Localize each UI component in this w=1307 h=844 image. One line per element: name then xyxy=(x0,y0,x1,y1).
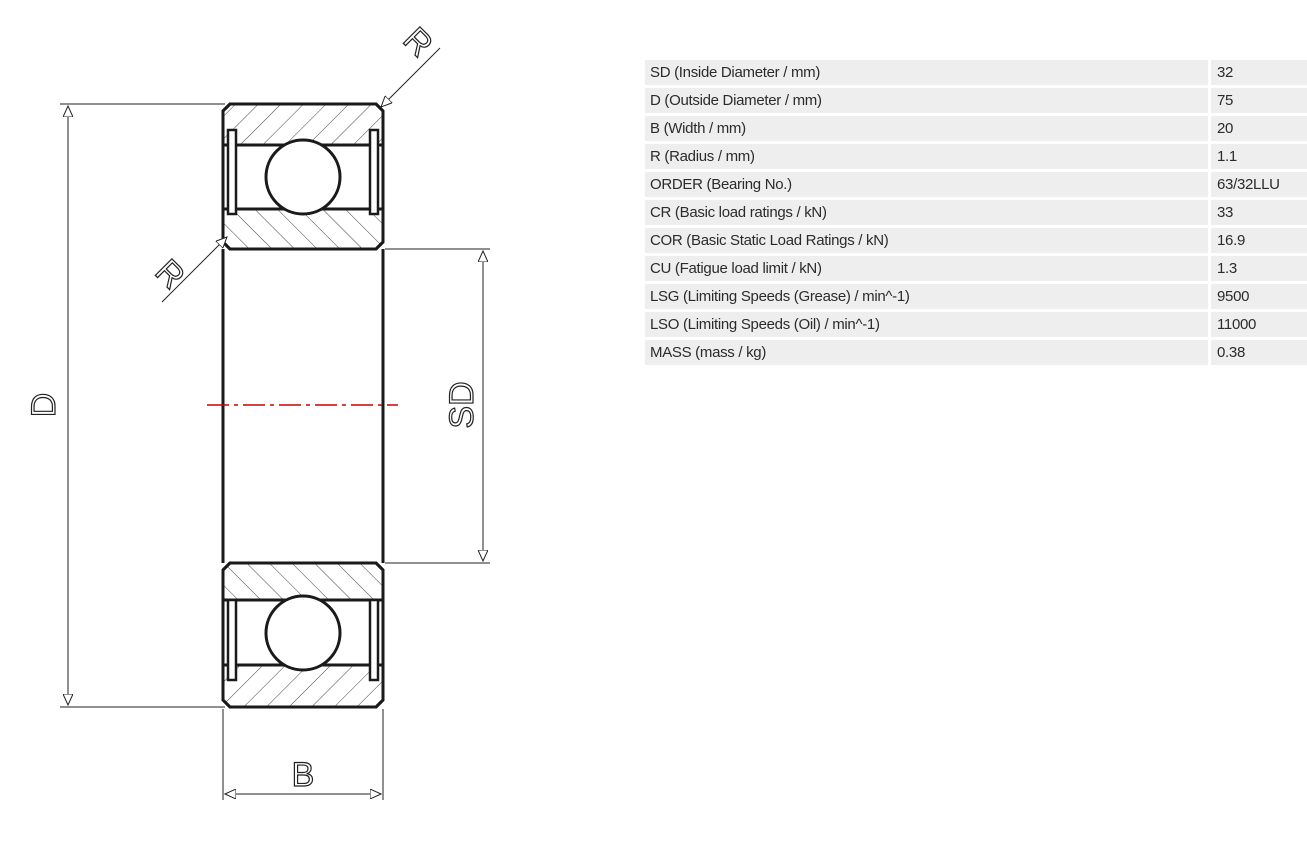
bottom-bearing-section xyxy=(221,561,385,709)
spec-label: LSG (Limiting Speeds (Grease) / min^-1) xyxy=(645,284,1208,309)
spec-label: ORDER (Bearing No.) xyxy=(645,172,1208,197)
radius-callout-top xyxy=(381,47,441,107)
spec-value: 0.38 xyxy=(1211,340,1307,365)
spec-value: 11000 xyxy=(1211,312,1307,337)
spec-label: R (Radius / mm) xyxy=(645,144,1208,169)
dimension-d xyxy=(60,103,225,708)
radius-top-label: R xyxy=(396,20,440,64)
spec-value: 20 xyxy=(1211,116,1307,141)
dimension-sd xyxy=(385,248,490,564)
spec-value: 75 xyxy=(1211,88,1307,113)
spec-row: MASS (mass / kg)0.38 xyxy=(645,340,1307,365)
bore-outline xyxy=(221,249,385,563)
bearing-cross-section-drawing: D SD B R R xyxy=(24,20,490,800)
spec-row: R (Radius / mm)1.1 xyxy=(645,144,1307,169)
spec-label: CR (Basic load ratings / kN) xyxy=(645,200,1208,225)
spec-row: CR (Basic load ratings / kN)33 xyxy=(645,200,1307,225)
spec-label: SD (Inside Diameter / mm) xyxy=(645,60,1208,85)
spec-value: 32 xyxy=(1211,60,1307,85)
spec-value: 9500 xyxy=(1211,284,1307,309)
spec-label: MASS (mass / kg) xyxy=(645,340,1208,365)
dimension-d-label: D xyxy=(25,393,63,418)
spec-row: D (Outside Diameter / mm)75 xyxy=(645,88,1307,113)
dimension-sd-label: SD xyxy=(443,381,481,428)
top-bearing-section xyxy=(221,102,385,251)
spec-row: CU (Fatigue load limit / kN)1.3 xyxy=(645,256,1307,281)
spec-value: 33 xyxy=(1211,200,1307,225)
radius-callout-left xyxy=(161,237,227,303)
spec-row: SD (Inside Diameter / mm)32 xyxy=(645,60,1307,85)
spec-label: D (Outside Diameter / mm) xyxy=(645,88,1208,113)
spec-row: LSG (Limiting Speeds (Grease) / min^-1)9… xyxy=(645,284,1307,309)
dimension-b xyxy=(222,709,384,800)
spec-label: CU (Fatigue load limit / kN) xyxy=(645,256,1208,281)
spec-value: 16.9 xyxy=(1211,228,1307,253)
spec-row: COR (Basic Static Load Ratings / kN)16.9 xyxy=(645,228,1307,253)
spec-value: 63/32LLU xyxy=(1211,172,1307,197)
spec-row: ORDER (Bearing No.)63/32LLU xyxy=(645,172,1307,197)
spec-label: COR (Basic Static Load Ratings / kN) xyxy=(645,228,1208,253)
radius-left-label: R xyxy=(148,252,192,296)
spec-row: LSO (Limiting Speeds (Oil) / min^-1)1100… xyxy=(645,312,1307,337)
spec-label: LSO (Limiting Speeds (Oil) / min^-1) xyxy=(645,312,1208,337)
spec-label: B (Width / mm) xyxy=(645,116,1208,141)
spec-value: 1.1 xyxy=(1211,144,1307,169)
spec-row: B (Width / mm)20 xyxy=(645,116,1307,141)
dimension-b-label: B xyxy=(292,756,315,794)
spec-value: 1.3 xyxy=(1211,256,1307,281)
